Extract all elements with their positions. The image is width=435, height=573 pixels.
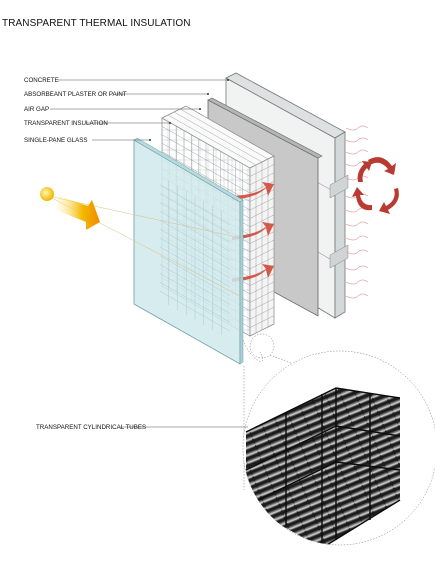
sun-ray-arrow-icon [56,196,100,230]
label-single-pane-glass: SINGLE-PANE GLASS [24,137,88,144]
tube-detail-zoom [243,351,435,548]
label-absorbent-plaster: ABSORBEANT PLASTER OR PAINT [24,91,127,98]
label-cylindrical-tubes: TRANSPARENT CYLINDRICAL TUBES [36,424,146,431]
warm-air-wisps [346,126,368,298]
label-air-gap: AIR GAP [24,106,49,113]
sun-icon [40,187,54,201]
circulation-arrows-icon [352,157,399,214]
label-concrete: CONCRETE [24,77,59,84]
label-transparent-insulation: TRANSPARENT INSULATION [24,120,108,127]
zoom-source-circle [250,334,274,358]
